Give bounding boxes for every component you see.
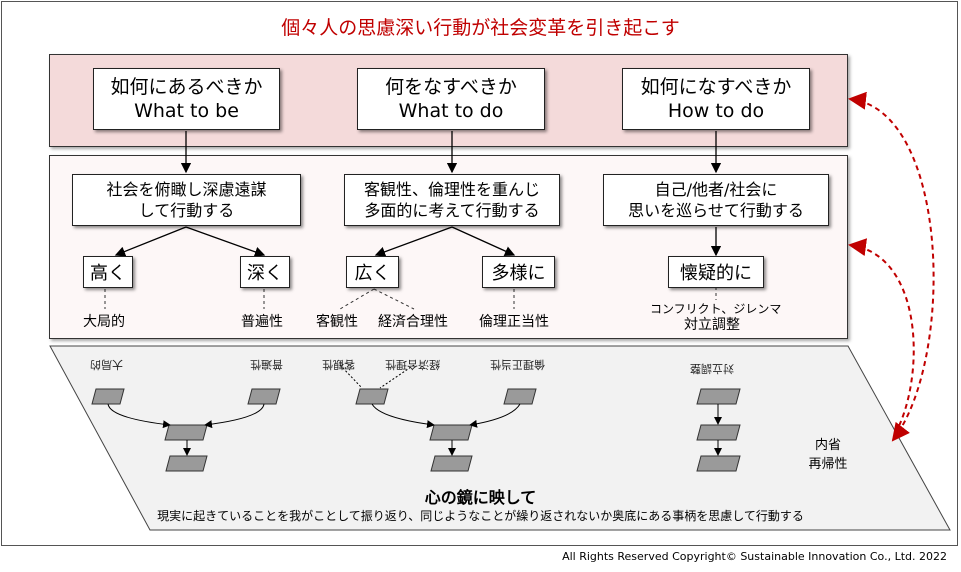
- label-economic-rationality: 経済合理性: [378, 314, 448, 330]
- box-mid-do-line1: 客観性、倫理性を重んじ: [363, 180, 540, 199]
- box-mid-do-line2: 多面的に考えて行動する: [364, 201, 540, 220]
- box-high: 高く: [83, 256, 133, 288]
- label-objectivity: 客観性: [316, 314, 358, 330]
- mirror-label-economic-rationality: 経済合理性: [385, 358, 440, 371]
- box-mid-do: 客観性、倫理性を重んじ 多面的に考えて行動する: [344, 174, 560, 226]
- outer-frame: [1, 1, 958, 546]
- mirror-label-big-picture: 大局的: [90, 358, 123, 371]
- box-what-to-be-jp: 如何にあるべきか: [110, 76, 263, 98]
- arrow-mid2-diverse: [451, 226, 516, 256]
- label-universality: 普遍性: [241, 314, 283, 330]
- label-ethical-legitimacy: 倫理正当性: [479, 314, 549, 330]
- box-what-to-do-en: What to do: [398, 100, 504, 122]
- label-conflict-resolution: 対立調整: [684, 317, 740, 333]
- arrow-mid2-wide: [374, 226, 453, 257]
- box-wide: 広く: [346, 256, 399, 288]
- introspection-label: 内省 再帰性: [798, 434, 858, 472]
- box-how-to-do: 如何になすべきか How to do: [622, 68, 810, 130]
- arrow-mid1-deep: [185, 226, 266, 257]
- box-mid-how-line2: 思いを巡らせて行動する: [628, 201, 804, 220]
- mirror-label-universality: 普遍性: [250, 358, 283, 371]
- mirror-label-objectivity: 客観性: [322, 358, 355, 371]
- box-mid-how: 自己/他者/社会に 思いを巡らせて行動する: [603, 174, 829, 226]
- feedback-arrows: [848, 91, 935, 442]
- label-conflict-dilemma: コンフリクト、ジレンマ: [650, 302, 782, 316]
- mirror-boxes: [91, 388, 741, 472]
- box-mid-be-line1: 社会を俯瞰し深慮遠謀: [106, 180, 267, 199]
- box-mid-be: 社会を俯瞰し深慮遠謀 して行動する: [72, 174, 301, 226]
- mirror-label-conflict-resolution: 対立調整: [690, 362, 734, 375]
- box-diverse: 多様に: [482, 256, 555, 288]
- introspection-line2: 再帰性: [808, 457, 848, 472]
- copyright-notice: All Rights Reserved Copyright© Sustainab…: [562, 550, 947, 563]
- box-deep: 深く: [240, 256, 290, 288]
- box-mid-how-line1: 自己/他者/社会に: [654, 180, 778, 199]
- box-what-to-be: 如何にあるべきか What to be: [93, 68, 280, 130]
- diagram-title: 個々人の思慮深い行動が社会変革を引き起こす: [281, 17, 680, 39]
- box-skeptical: 懐疑的に: [668, 256, 764, 288]
- box-how-to-do-en: How to do: [667, 100, 765, 122]
- mirror-heading: 心の鏡に映して: [424, 488, 537, 507]
- introspection-line1: 内省: [814, 438, 841, 453]
- box-what-to-do: 何をなすべきか What to do: [357, 68, 545, 130]
- box-what-to-do-jp: 何をなすべきか: [385, 76, 517, 98]
- dashed-leaders: [104, 287, 717, 310]
- box-how-to-do-jp: 如何になすべきか: [640, 76, 792, 98]
- label-big-picture: 大局的: [83, 314, 125, 330]
- mirror-description: 現実に起きていることを我がことして振り返り、同じようなことが繰り返されないか奥底…: [157, 509, 804, 523]
- mirror-label-ethical-legitimacy: 倫理正当性: [490, 358, 545, 371]
- box-what-to-be-en: What to be: [134, 100, 239, 122]
- box-mid-be-line2: して行動する: [138, 201, 235, 220]
- arrow-mid1-high: [114, 226, 187, 257]
